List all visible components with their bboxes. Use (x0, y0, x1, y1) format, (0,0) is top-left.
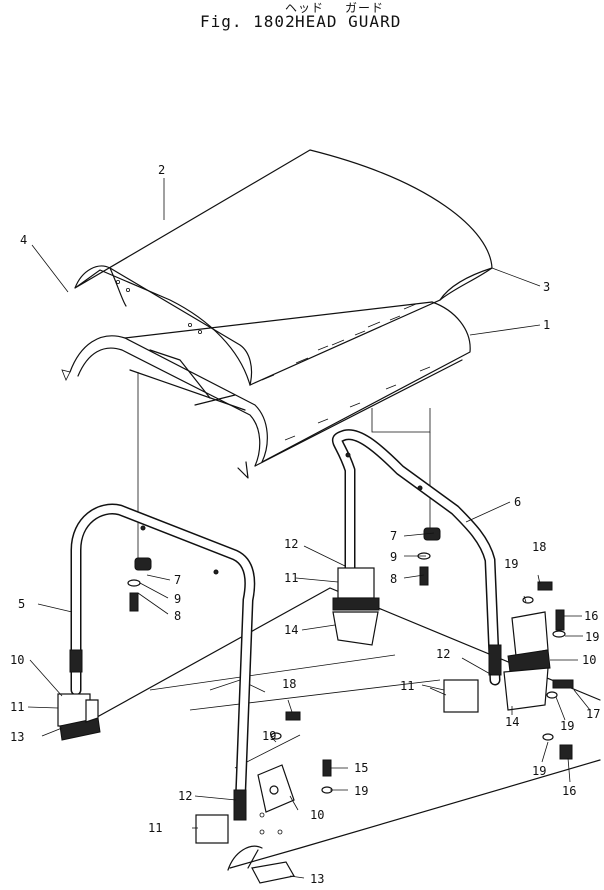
callout-7-left: 7 (174, 573, 181, 587)
callout-10-right: 10 (582, 653, 596, 667)
callout-14-right: 14 (505, 715, 519, 729)
callout-10-left: 10 (10, 653, 24, 667)
callout-8-right: 8 (390, 572, 397, 586)
figure-title: HEAD GUARD (295, 12, 402, 31)
right-guard-pillar (332, 429, 502, 686)
callout-19-low-right: 19 (560, 719, 574, 733)
callout-19-lower: 19 (354, 784, 368, 798)
rear-left-base (332, 567, 380, 646)
callout-14-left: 14 (284, 623, 298, 637)
front-left-base (57, 693, 101, 741)
callout-11-upper: 11 (284, 571, 298, 585)
callout-4: 4 (20, 233, 27, 247)
figure-number: Fig. 1802 (200, 12, 296, 31)
left-guard-pillar (69, 503, 256, 821)
callout-7-right: 7 (390, 529, 397, 543)
callout-11-left: 11 (10, 700, 24, 714)
callout-13-lower: 13 (310, 872, 324, 886)
callout-17: 17 (586, 707, 600, 721)
callout-12-right: 12 (436, 647, 450, 661)
callout-16-upper: 16 (584, 609, 598, 623)
callout-15: 15 (354, 761, 368, 775)
callout-9-left: 9 (174, 592, 181, 606)
callout-12-lower: 12 (178, 789, 192, 803)
upper-left-mount (127, 557, 152, 612)
upper-right-mount (417, 527, 441, 586)
callout-19-mid-right: 19 (585, 630, 599, 644)
title-kana-right: ガード (345, 1, 385, 15)
callout-1: 1 (543, 318, 550, 332)
leader-bracket (371, 408, 431, 433)
callout-10-lower: 10 (310, 808, 324, 822)
right-side-brackets (443, 581, 574, 760)
title-kana-left: ヘッド (285, 1, 325, 15)
callout-9-right: 9 (390, 550, 397, 564)
callout-19-bottom-right: 19 (532, 764, 546, 778)
callout-6: 6 (514, 495, 521, 509)
callout-5: 5 (18, 597, 25, 611)
callout-labels: 2 4 3 1 6 5 7 9 8 7 9 8 12 11 14 10 11 1… (10, 163, 600, 886)
callout-19-center: 19 (262, 729, 276, 743)
callout-3: 3 (543, 280, 550, 294)
callout-16-lower: 16 (562, 784, 576, 798)
callout-8-left: 8 (174, 609, 181, 623)
callout-11-lower: 11 (148, 821, 162, 835)
callout-18-right: 18 (532, 540, 546, 554)
callout-19-upper-right: 19 (504, 557, 518, 571)
callout-13-left: 13 (10, 730, 24, 744)
callout-2: 2 (158, 163, 165, 177)
callout-12-upper: 12 (284, 537, 298, 551)
callout-18-center: 18 (282, 677, 296, 691)
lower-center-mount (195, 711, 333, 884)
roof-panel (74, 149, 493, 386)
callout-11-right: 11 (400, 679, 414, 693)
callout-leaders (27, 178, 591, 879)
roof-frame (61, 301, 471, 479)
